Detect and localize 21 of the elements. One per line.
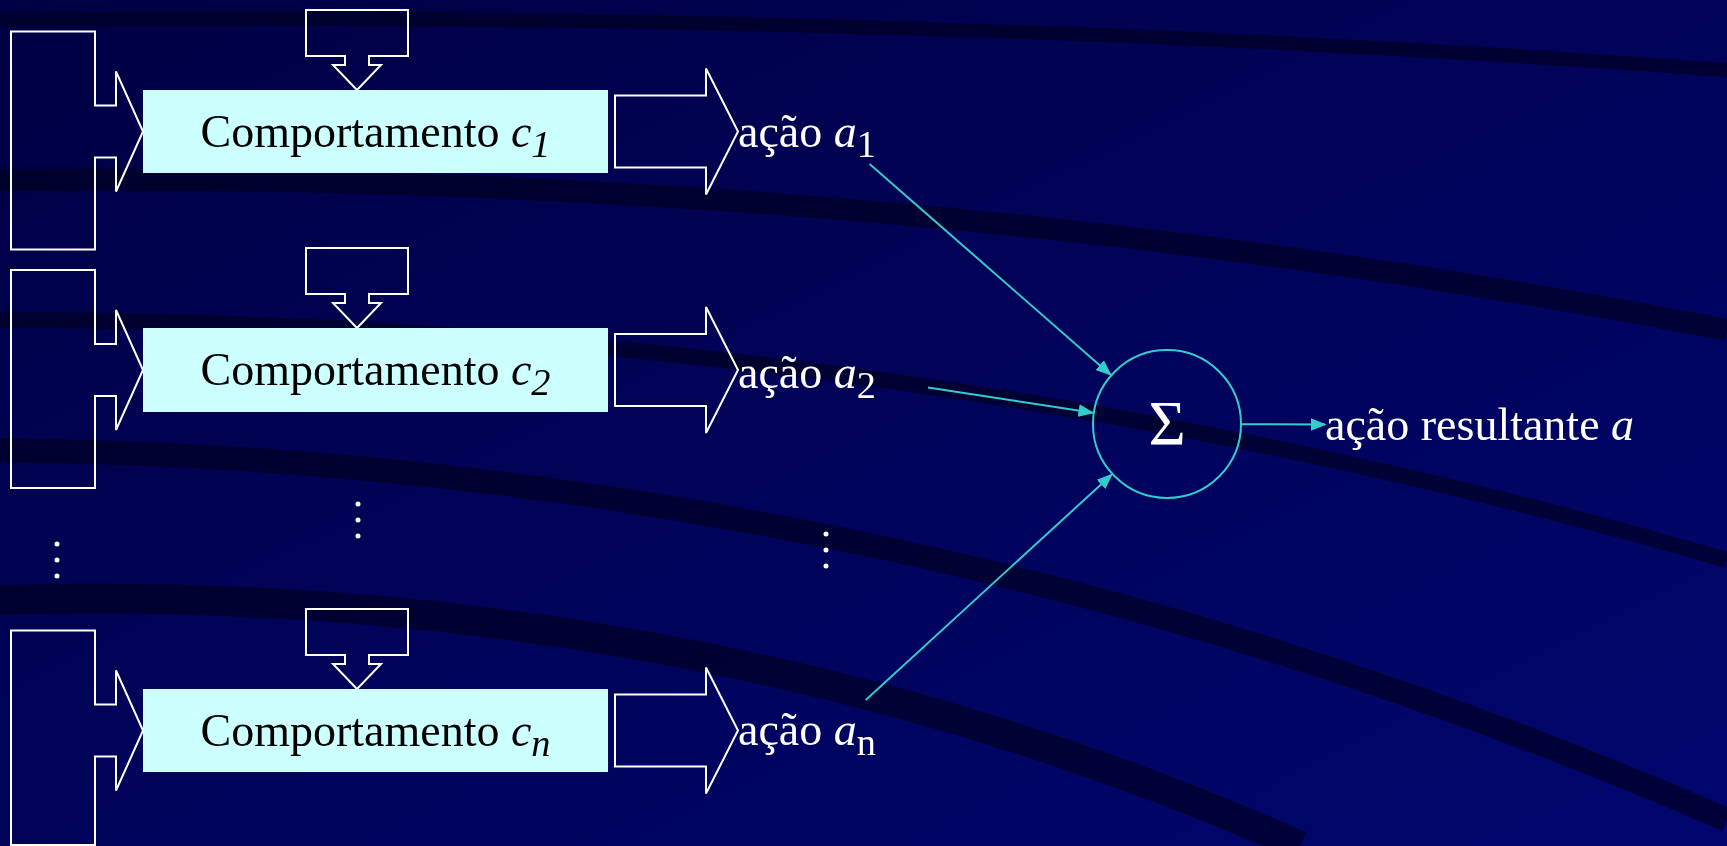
block-arrow [10,30,145,251]
sum-circle: Σ [1092,349,1242,499]
block-arrow [614,67,740,196]
action-label: ação a$_{n}$ [738,700,928,760]
block-arrow [305,9,409,92]
block-arrow [10,629,145,846]
block-arrow [305,608,409,691]
arrow [864,473,1113,701]
process-box: Comportamento c$_{2}$ [143,328,608,412]
block-arrow [10,269,145,489]
block-arrow [305,247,409,330]
process-box: Comportamento c$_{n}$ [143,689,608,772]
action-label: ação a$_{1}$ [738,100,928,164]
arrow [1241,418,1327,431]
arrow [927,386,1095,417]
block-arrow [614,306,740,434]
block-arrow [614,666,740,795]
arrow [868,163,1112,376]
result-label: ação resultante a [1325,395,1715,455]
action-label: ação a$_{2}$ [738,343,928,403]
process-box: Comportamento c$_{1}$ [143,90,608,173]
